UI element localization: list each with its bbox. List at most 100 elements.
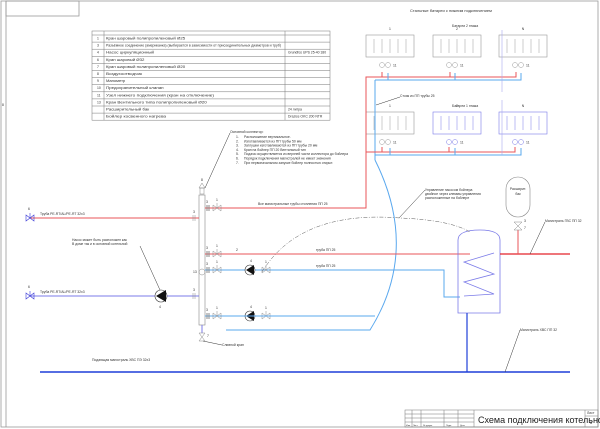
spec-pos: 8 xyxy=(97,72,99,76)
ball-valve[interactable] xyxy=(212,203,222,212)
drawing-title: Схема подключения котельной xyxy=(478,415,600,425)
hot-water-main-label: Магистраль ГВС ПП 32 xyxy=(545,219,582,223)
sheet-number: 6 xyxy=(590,420,593,425)
svg-text:11: 11 xyxy=(526,64,530,68)
spec-name: Бойлер косвенного нагрева xyxy=(106,115,166,119)
collector-note-title: Основной коллектор: xyxy=(230,130,263,134)
spec-name: Насос циркуляционный xyxy=(106,51,154,55)
svg-text:N: N xyxy=(522,104,525,108)
ball-valve[interactable] xyxy=(212,265,222,274)
spec-name: Кран шаровый полипропиленовый Ø25 xyxy=(106,37,185,41)
svg-text:4: 4 xyxy=(159,305,161,309)
spec-name: Кран шаровый Ø32 xyxy=(106,58,145,62)
collector-note-text: При первоначальном запуске бойлер полнос… xyxy=(244,161,333,165)
valve-6-top[interactable] xyxy=(25,213,35,222)
riser-label: Стояк из ПП трубы 25 xyxy=(400,94,435,98)
radiator-valve-icon[interactable] xyxy=(379,139,391,145)
cold-water-main-label: Магистраль ХВС ПП 32 xyxy=(520,328,557,332)
svg-text:13: 13 xyxy=(193,270,197,274)
pipe-pp25-b: труба ПП 25 xyxy=(316,264,336,268)
floor1-supply-line xyxy=(366,147,516,153)
spec-pos: 13 xyxy=(97,100,101,104)
boiler-pump-note-3: расположенные на бойлере xyxy=(425,196,469,200)
svg-text:11: 11 xyxy=(460,141,464,145)
main-collector: 8 13 xyxy=(193,178,206,326)
collector-note-text: Подача осуществляется из верхней части к… xyxy=(244,152,348,156)
main-pump[interactable] xyxy=(154,289,168,303)
svg-text:4: 4 xyxy=(250,305,252,309)
spec-name: Кран шаровый полипропиленовый Ø20 xyxy=(106,65,185,69)
ball-valve[interactable] xyxy=(261,311,271,320)
svg-text:7: 7 xyxy=(524,226,526,230)
boiler-pump[interactable] xyxy=(244,264,256,276)
svg-text:3: 3 xyxy=(193,288,195,292)
radiator-valve-icon[interactable] xyxy=(446,62,458,68)
spec-pos: 11 xyxy=(97,93,101,97)
collector-note-text: Расположение вертикальное. xyxy=(244,135,291,139)
collector-note-num: 3. xyxy=(236,144,239,148)
radiator-valve-icon[interactable] xyxy=(446,139,458,145)
svg-text:1: 1 xyxy=(216,198,218,202)
drain-valve-label: Сливной кран xyxy=(222,343,244,347)
spec-row: 8 Воздухоотводчик xyxy=(97,72,143,76)
radiator-valve-icon[interactable] xyxy=(379,62,391,68)
side-mark: 8 xyxy=(2,103,4,107)
title-block-col: Дата xyxy=(460,425,466,427)
svg-text:3: 3 xyxy=(206,262,208,266)
svg-text:Расширит.: Расширит. xyxy=(510,187,526,191)
boiler-pump-control-line xyxy=(261,216,471,273)
pipe-in-top-label: Труба PE-RT/AL/PE-RT 32х3 xyxy=(40,212,85,216)
collector-note-text: Кран на бойлер ПП 20 Вентильный тип xyxy=(244,148,306,152)
sheet-label: Лист xyxy=(587,411,595,415)
collector-note-text: Заглушки изготавливаются из ПП трубы 20 … xyxy=(244,144,318,148)
ball-valve[interactable] xyxy=(212,249,222,258)
svg-text:3: 3 xyxy=(206,200,208,204)
collector-note-num: 4. xyxy=(236,148,239,152)
title-block-col: Лист xyxy=(413,425,418,427)
radiator-floor2-1: 111 xyxy=(365,27,415,68)
pipe-in-bottom-label: Труба PE-RT/AL/PE-RT 32х3 xyxy=(40,290,85,294)
pump-note-2: В доме так и в основной котельной xyxy=(72,242,127,246)
spec-pos: 4 xyxy=(97,51,99,55)
radiator-floor1-1: 111 xyxy=(365,104,415,145)
ball-valve[interactable] xyxy=(261,265,271,274)
svg-text:3: 3 xyxy=(193,210,195,214)
collector-note-text: Порядок подключения магистралей не имеет… xyxy=(244,157,331,161)
pump-note-1: Насос может быть расположен как xyxy=(72,238,127,242)
boiler xyxy=(457,229,501,314)
svg-text:3: 3 xyxy=(206,246,208,250)
boiler-pump-note-2: двойное через клеммы управления xyxy=(425,192,481,196)
radiator-valve-icon[interactable] xyxy=(512,139,524,145)
spec-name: Воздухоотводчик xyxy=(106,72,143,76)
svg-text:1: 1 xyxy=(389,27,391,31)
svg-text:2: 2 xyxy=(456,27,458,31)
boiler-pump-note-1: Управление насосом бойлера xyxy=(425,188,473,192)
radiators-header: Стальные батареи с нижним подключением xyxy=(410,8,492,13)
svg-text:1: 1 xyxy=(265,260,267,264)
svg-text:4: 4 xyxy=(250,259,252,263)
svg-text:N: N xyxy=(522,27,525,31)
drain-valve[interactable] xyxy=(198,332,206,342)
cold-water-supply-label: Подающая магистраль ХВС ПЭ 32х3 xyxy=(92,358,150,362)
spec-name: Манометр xyxy=(106,79,125,83)
svg-text:11: 11 xyxy=(526,141,530,145)
ball-valve[interactable] xyxy=(212,311,222,320)
valve-6-bottom[interactable] xyxy=(25,291,35,300)
radiator-valve-icon[interactable] xyxy=(512,62,524,68)
svg-text:2: 2 xyxy=(236,248,238,252)
svg-text:1: 1 xyxy=(216,260,218,264)
spec-row: Бойлер косвенного нагрева Drazice OKC 200… xyxy=(106,115,323,119)
spec-note: Drazice OKC 200 NTR xyxy=(288,115,323,119)
radiator-floor2-3: N 11 xyxy=(498,27,548,68)
